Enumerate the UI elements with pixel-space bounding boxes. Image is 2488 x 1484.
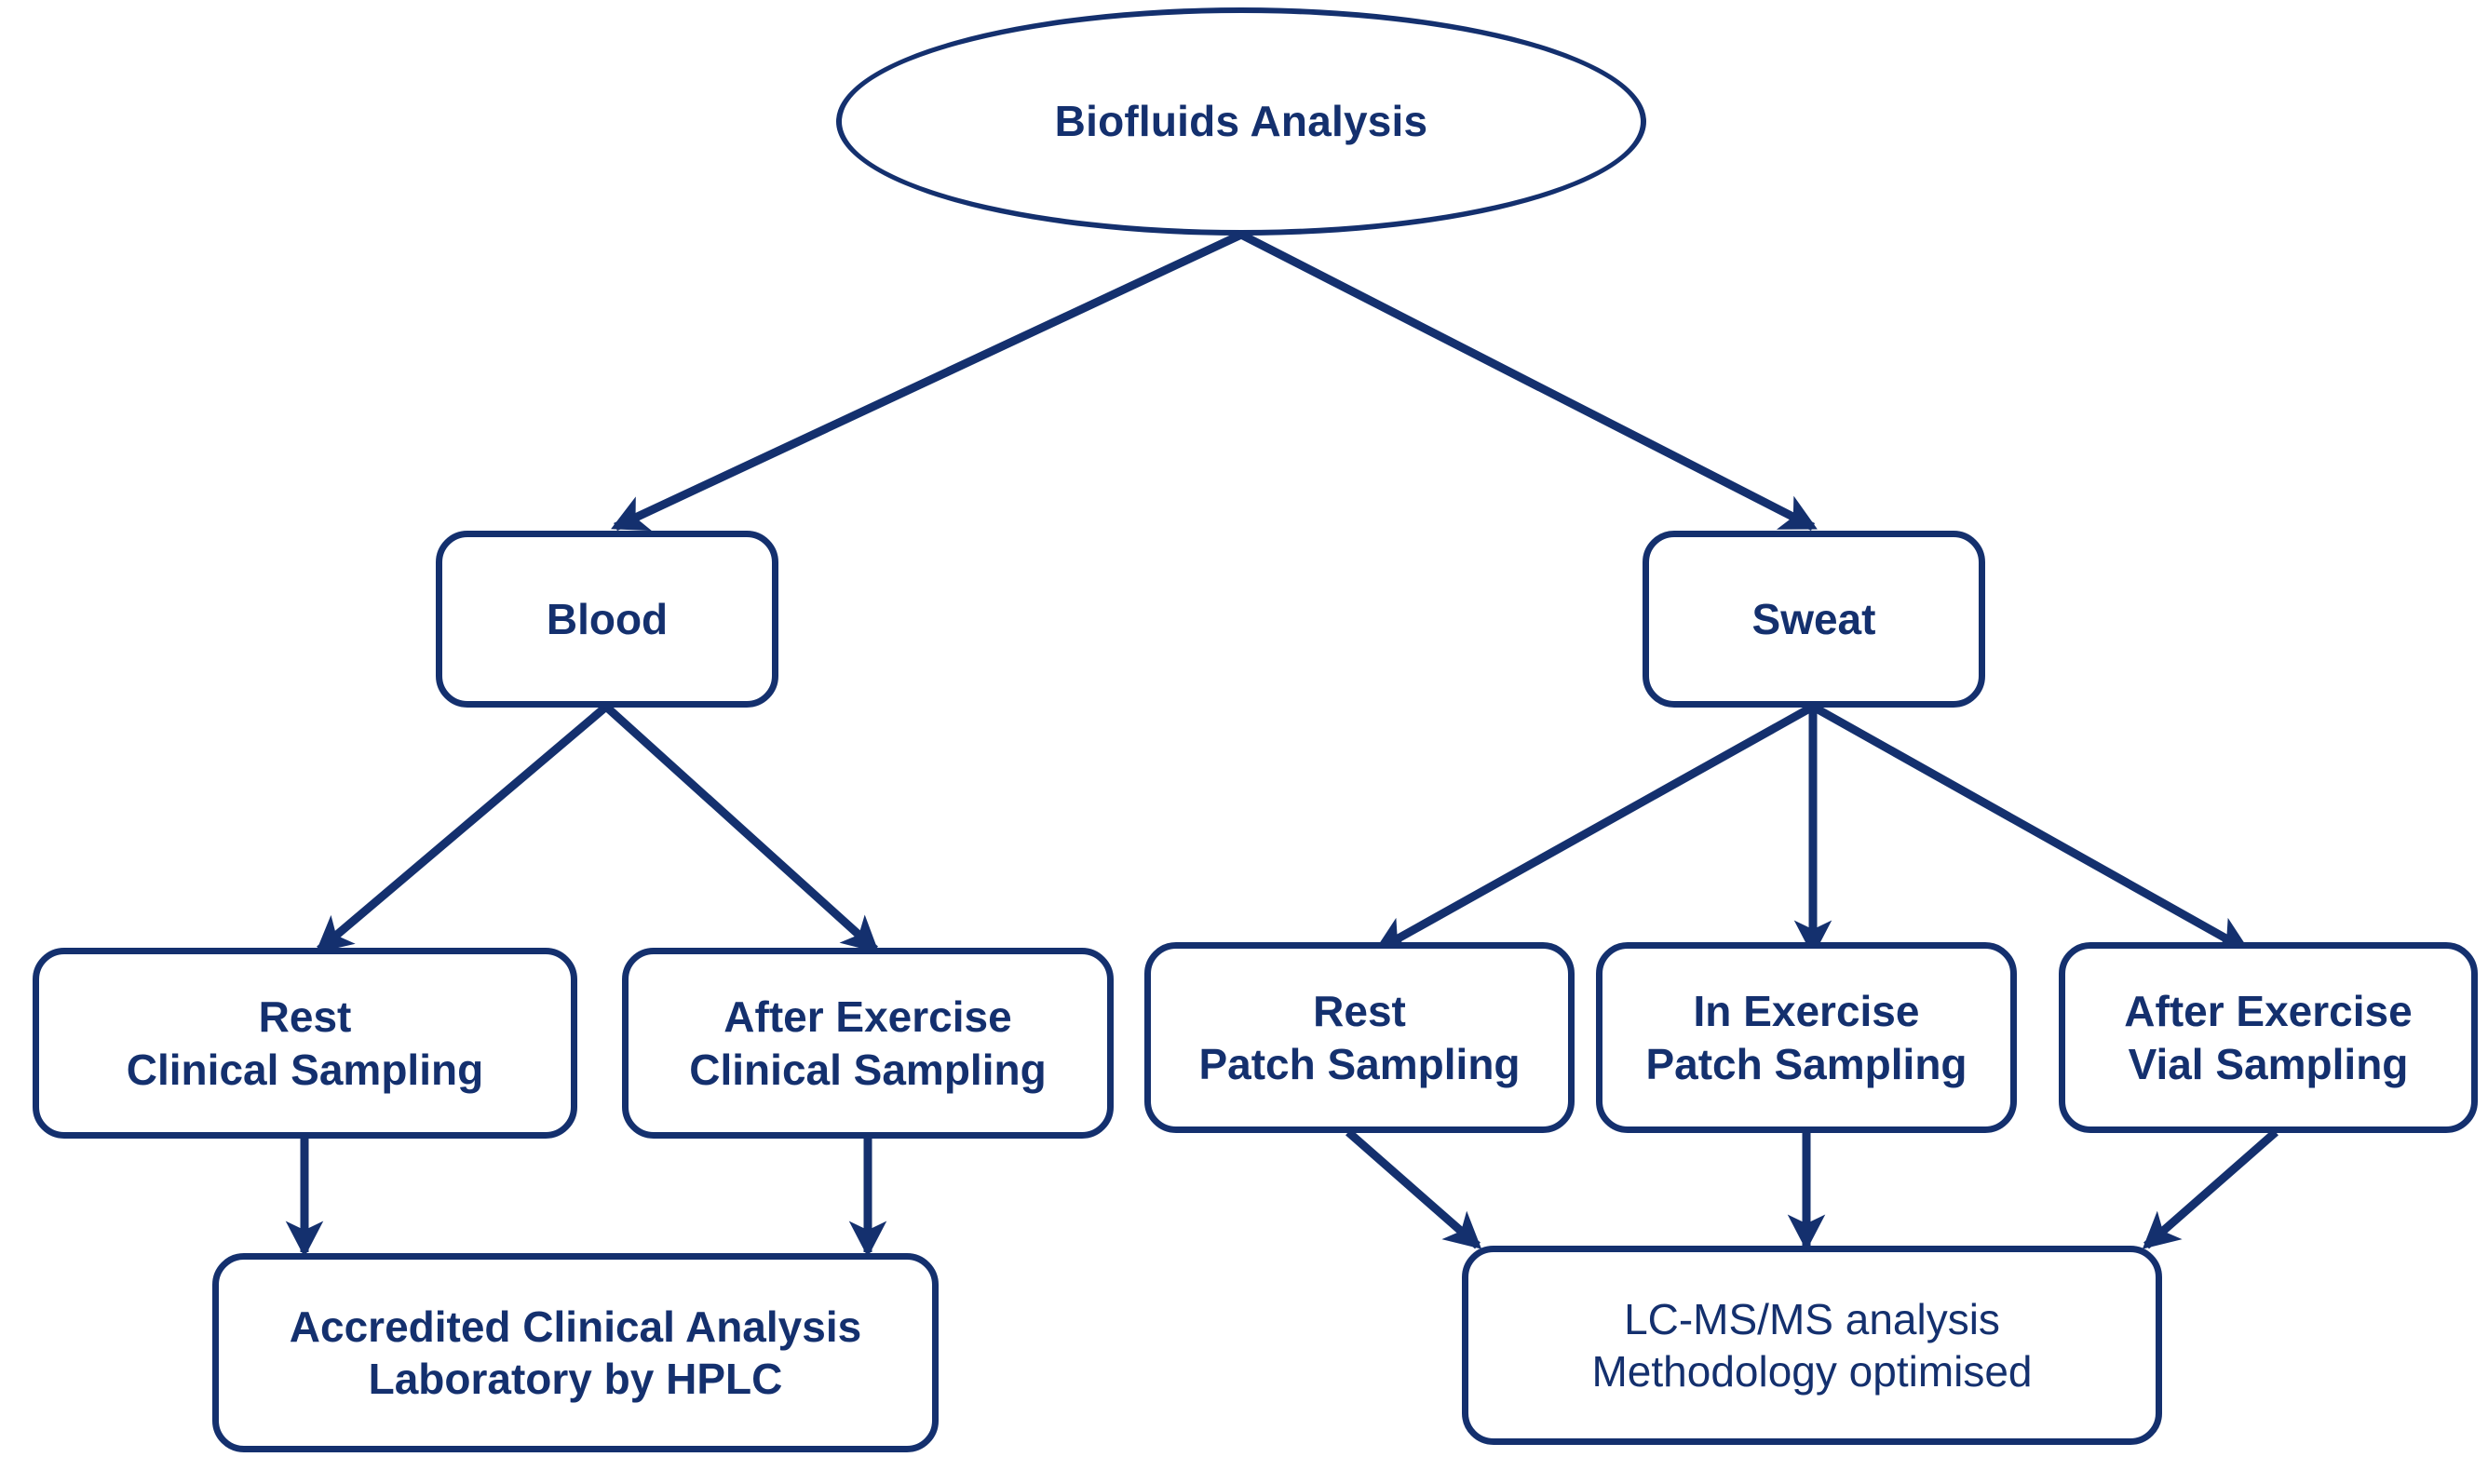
node-biofluids-analysis-label: Biofluids Analysis xyxy=(1054,97,1428,146)
node-sweat[interactable]: Sweat xyxy=(1643,531,1985,708)
edge-blood-to-blood-rest xyxy=(315,703,609,953)
edge-sweat-to-sweat-rest xyxy=(1373,703,1816,953)
node-blood-after-exercise[interactable]: After Exercise Clinical Sampling xyxy=(622,948,1114,1139)
edge-root-to-blood xyxy=(611,230,1243,532)
node-accredited-clinical-lab[interactable]: Accredited Clinical Analysis Laboratory … xyxy=(212,1253,939,1452)
node-sweat-in-exercise-line1: In Exercise xyxy=(1693,987,1920,1036)
edge-blood-to-blood-after-exercise xyxy=(602,703,880,953)
node-blood-after-exercise-line2: Clinical Sampling xyxy=(689,1045,1047,1094)
node-blood-rest-line2: Clinical Sampling xyxy=(126,1045,484,1094)
node-lcmsms-analysis-line2: Methodology optimised xyxy=(1591,1347,2033,1396)
node-sweat-rest[interactable]: Rest Patch Sampling xyxy=(1144,942,1575,1133)
node-sweat-label: Sweat xyxy=(1751,594,1876,643)
node-biofluids-analysis[interactable]: Biofluids Analysis xyxy=(836,7,1646,236)
edge-sweat-after-exercise-to-lcmsms xyxy=(2142,1128,2278,1249)
node-lcmsms-analysis[interactable]: LC-MS/MS analysis Methodology optimised xyxy=(1462,1246,2162,1445)
node-blood-rest[interactable]: Rest Clinical Sampling xyxy=(33,948,577,1139)
node-sweat-after-exercise[interactable]: After Exercise Vial Sampling xyxy=(2059,942,2478,1133)
node-blood-rest-line1: Rest xyxy=(258,992,352,1042)
node-blood-after-exercise-line1: After Exercise xyxy=(723,992,1012,1042)
node-sweat-in-exercise[interactable]: In Exercise Patch Sampling xyxy=(1596,942,2017,1133)
node-accredited-clinical-lab-line2: Laboratory by HPLC xyxy=(368,1355,783,1403)
node-accredited-clinical-lab-line1: Accredited Clinical Analysis xyxy=(289,1302,862,1351)
node-blood[interactable]: Blood xyxy=(436,531,778,708)
node-blood-label: Blood xyxy=(546,594,669,643)
edge-sweat-rest-to-lcmsms xyxy=(1345,1128,1482,1249)
node-lcmsms-analysis-line1: LC-MS/MS analysis xyxy=(1624,1294,2000,1343)
node-sweat-after-exercise-line1: After Exercise xyxy=(2124,987,2413,1036)
node-sweat-in-exercise-line2: Patch Sampling xyxy=(1645,1039,1967,1088)
node-sweat-rest-line1: Rest xyxy=(1313,987,1406,1036)
edge-sweat-to-sweat-after-exercise xyxy=(1810,703,2251,953)
edge-root-to-sweat xyxy=(1238,230,1818,532)
node-sweat-after-exercise-line2: Vial Sampling xyxy=(2128,1039,2409,1088)
node-sweat-rest-line2: Patch Sampling xyxy=(1198,1039,1521,1088)
